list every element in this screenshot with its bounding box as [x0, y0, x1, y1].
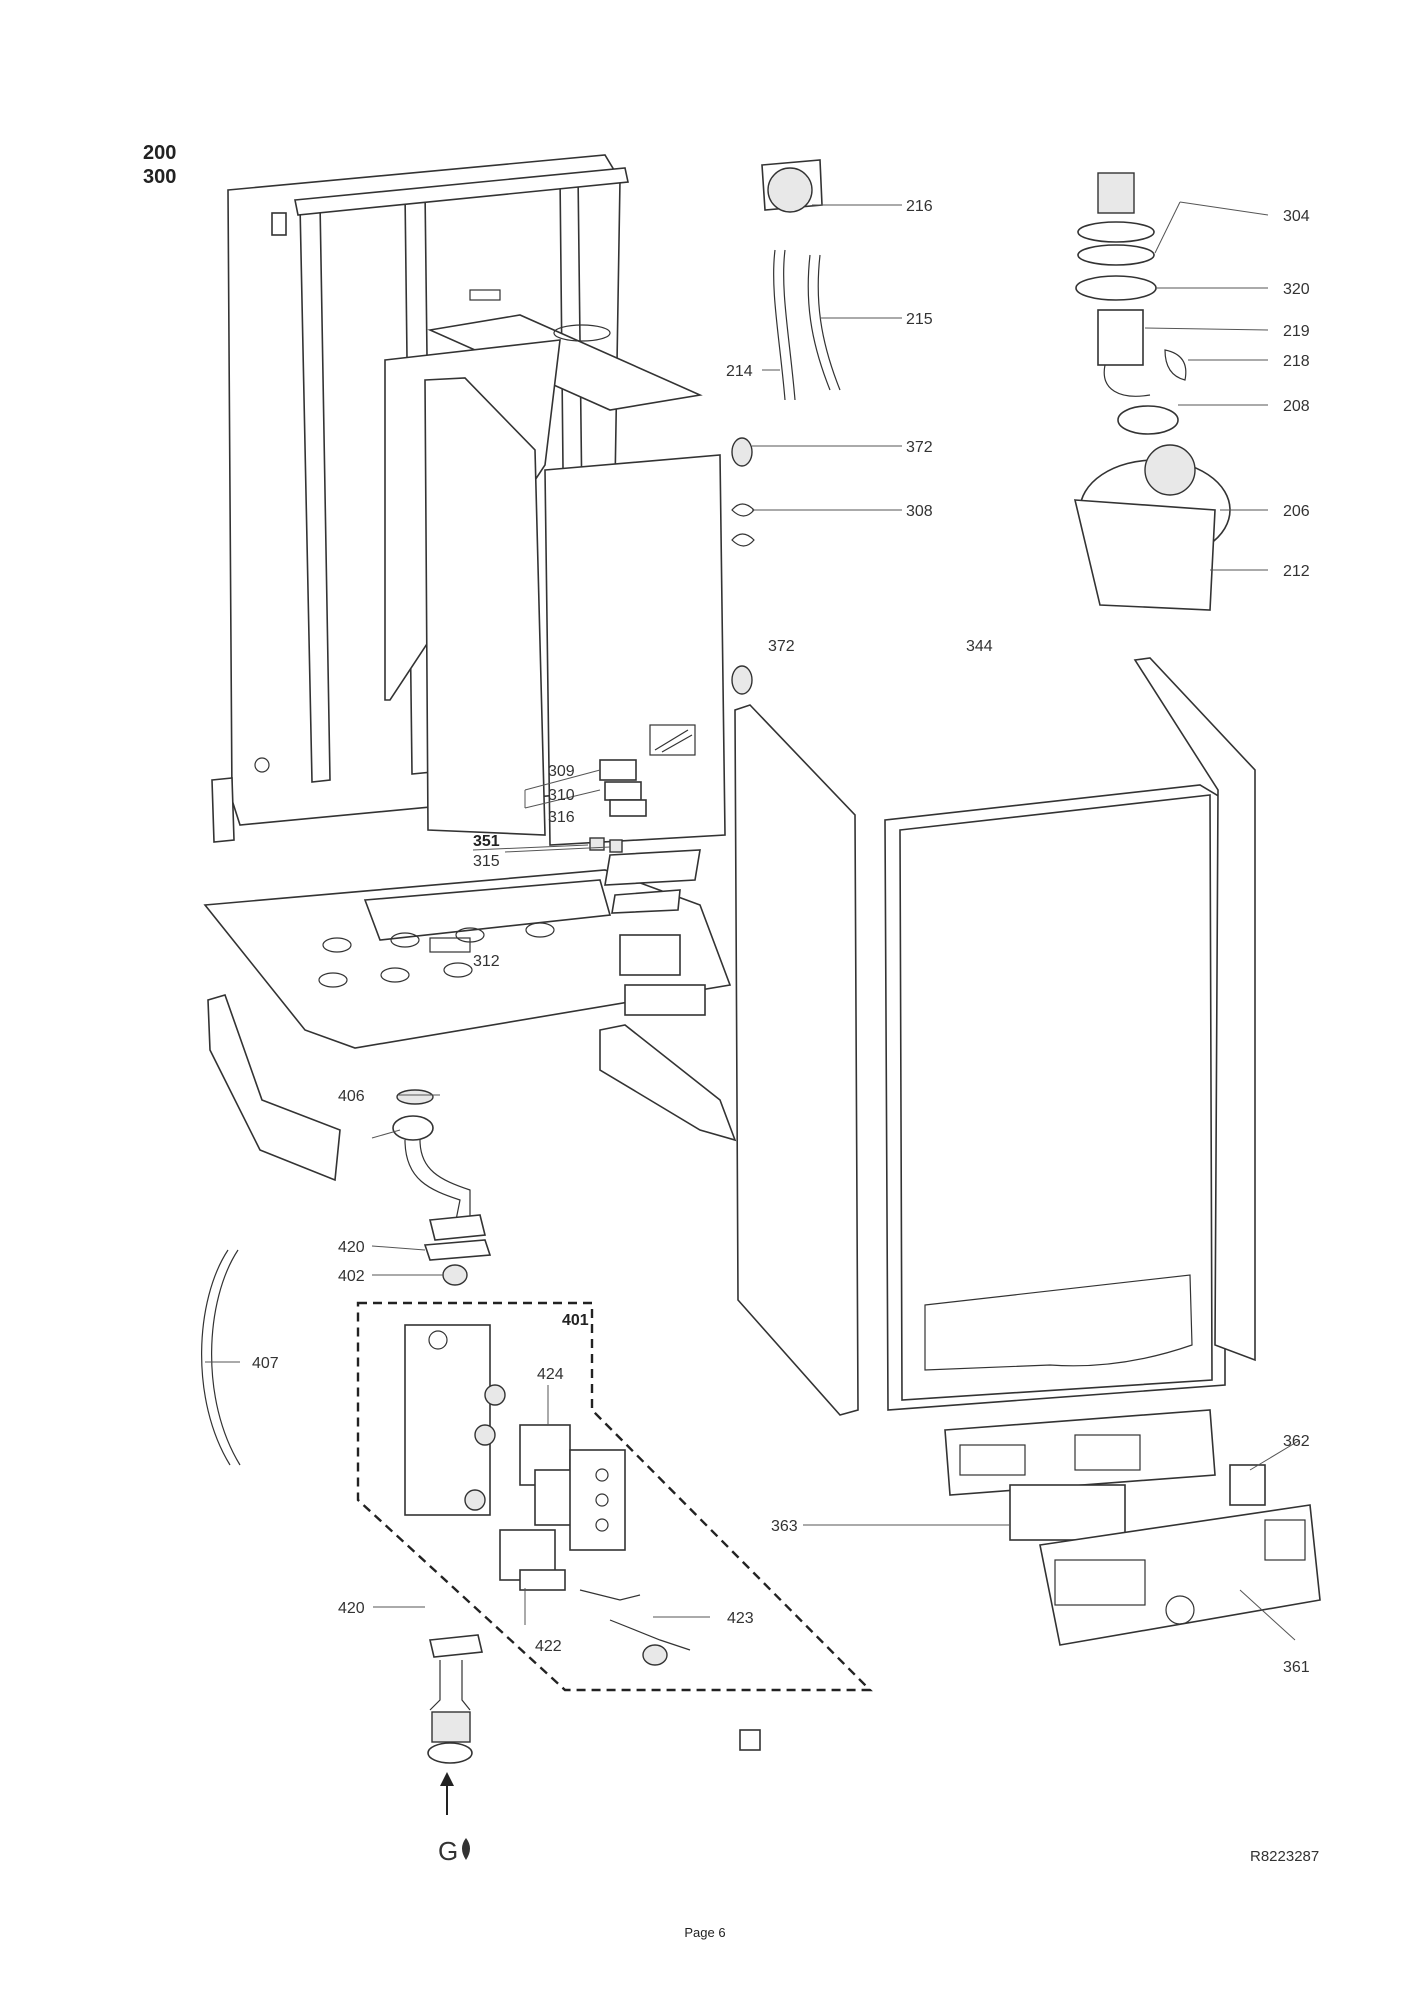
- gas-supply-pipe: [201, 1089, 492, 1466]
- combustion-chamber: [384, 314, 726, 846]
- model-heading-200: 200: [143, 142, 177, 164]
- drawing-reference-code: R8223287: [1250, 1848, 1320, 1865]
- callout-361: 361: [1283, 1659, 1310, 1676]
- small-hardware-group: [589, 759, 647, 853]
- pressure-switch-assembly: [761, 159, 841, 401]
- callout-312: 312: [473, 953, 500, 970]
- callout-402: 402: [338, 1268, 365, 1285]
- callout-215: 215: [906, 311, 933, 328]
- callout-422: 422: [535, 1638, 562, 1655]
- callout-363: 363: [771, 1518, 798, 1535]
- callout-372-lower: 372: [768, 638, 795, 655]
- callout-320: 320: [1283, 281, 1310, 298]
- callout-208: 208: [1283, 398, 1310, 415]
- control-fascia: [944, 1409, 1321, 1646]
- leader-lines: [205, 201, 1301, 1641]
- callout-424: 424: [537, 1366, 564, 1383]
- callout-218: 218: [1283, 353, 1310, 370]
- callout-214: 214: [726, 363, 753, 380]
- callout-212: 212: [1283, 563, 1310, 580]
- callout-401: 401: [562, 1312, 589, 1329]
- grommets-and-clips: [731, 437, 755, 695]
- fan-flue-assembly: [1073, 172, 1231, 611]
- callout-351: 351: [473, 833, 500, 850]
- gas-valve-assembly: [356, 1301, 873, 1751]
- callout-407: 407: [252, 1355, 279, 1372]
- base-plate: [203, 849, 732, 1049]
- page-number: Page 6: [684, 1925, 726, 1940]
- callout-216: 216: [906, 198, 933, 215]
- callout-420-upper: 420: [338, 1239, 365, 1256]
- callout-406: 406: [338, 1088, 365, 1105]
- callout-372-upper: 372: [906, 439, 933, 456]
- callout-308: 308: [906, 503, 933, 520]
- callout-423: 423: [727, 1610, 754, 1627]
- gas-symbol-icon: G: [438, 1836, 470, 1866]
- callout-310: 310: [548, 787, 575, 804]
- callout-304: 304: [1283, 208, 1310, 225]
- callout-309: 309: [548, 763, 575, 780]
- model-heading-300: 300: [143, 166, 177, 188]
- callout-labels: 216 215 214 372 308 372 344 304 320 219 …: [252, 198, 1310, 1676]
- front-casing: [734, 657, 1256, 1416]
- gas-inlet: [427, 1634, 483, 1815]
- callout-206: 206: [1283, 503, 1310, 520]
- callout-344: 344: [966, 638, 993, 655]
- callout-316: 316: [548, 809, 575, 826]
- callout-315: 315: [473, 853, 500, 870]
- callout-420-lower: 420: [338, 1600, 365, 1617]
- gas-symbol-letter: G: [438, 1836, 458, 1866]
- lower-brackets: [207, 994, 737, 1182]
- callout-362: 362: [1283, 1433, 1310, 1450]
- callout-219: 219: [1283, 323, 1310, 340]
